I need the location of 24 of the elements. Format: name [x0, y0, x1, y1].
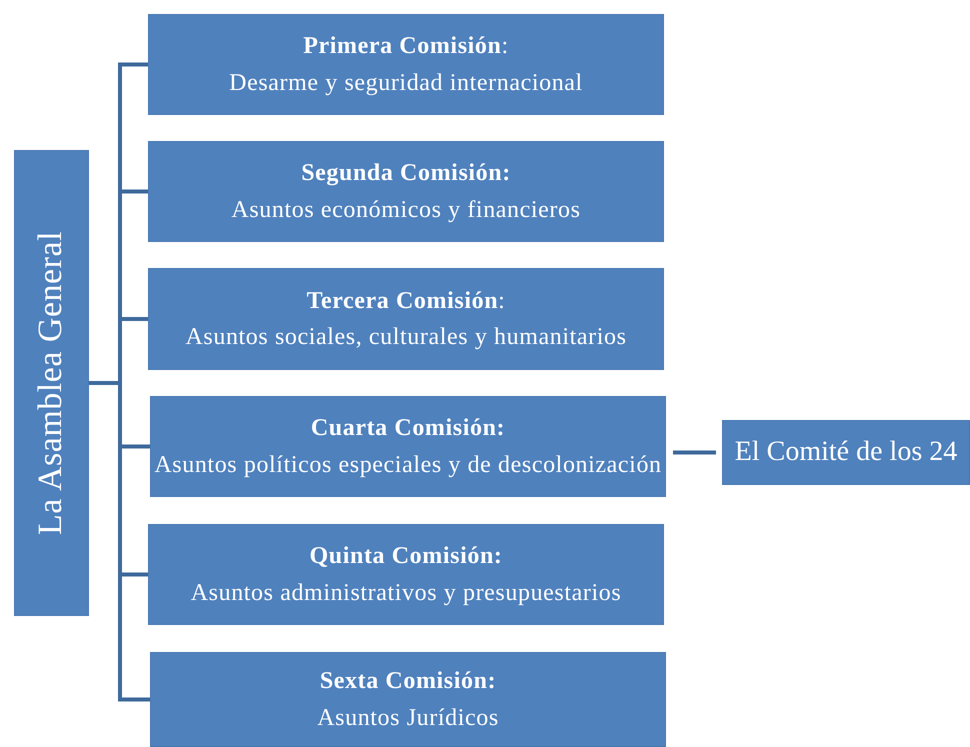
committee-box — [722, 420, 970, 485]
connector-line — [89, 381, 150, 702]
committee-name: El Comité de los 24 — [734, 437, 958, 468]
committee-topic: Asuntos Jurídicos — [317, 704, 499, 731]
committee-box — [148, 14, 664, 115]
connector-line — [673, 450, 716, 454]
assembly-box — [14, 150, 89, 616]
committee-name: Cuarta Comisión: — [310, 415, 506, 442]
committee-name: Segunda Comisión: — [301, 160, 511, 186]
committee-name: Primera Comisión: — [303, 33, 509, 60]
committee-box — [148, 268, 664, 370]
committee-box — [148, 141, 664, 242]
title-text: La Asamblea General — [32, 230, 70, 536]
committee-topic: Desarme y seguridad internacional — [229, 70, 583, 96]
committee-box — [150, 396, 666, 497]
committee-box — [148, 524, 664, 625]
committee-name: Quinta Comisión: — [310, 543, 502, 570]
committee-topic: Asuntos sociales, culturales y humanitarios — [185, 324, 627, 350]
committee-topic: Asuntos políticos especiales y de descolonización — [154, 452, 662, 478]
committee-topic: Asuntos administrativos y presupuestarios — [190, 580, 622, 606]
committee-name: Sexta Comisión: — [320, 668, 496, 694]
committee-topic: Asuntos económicos y financieros — [231, 196, 581, 223]
committee-box — [150, 652, 666, 747]
committee-name: Tercera Comisión: — [306, 288, 506, 314]
